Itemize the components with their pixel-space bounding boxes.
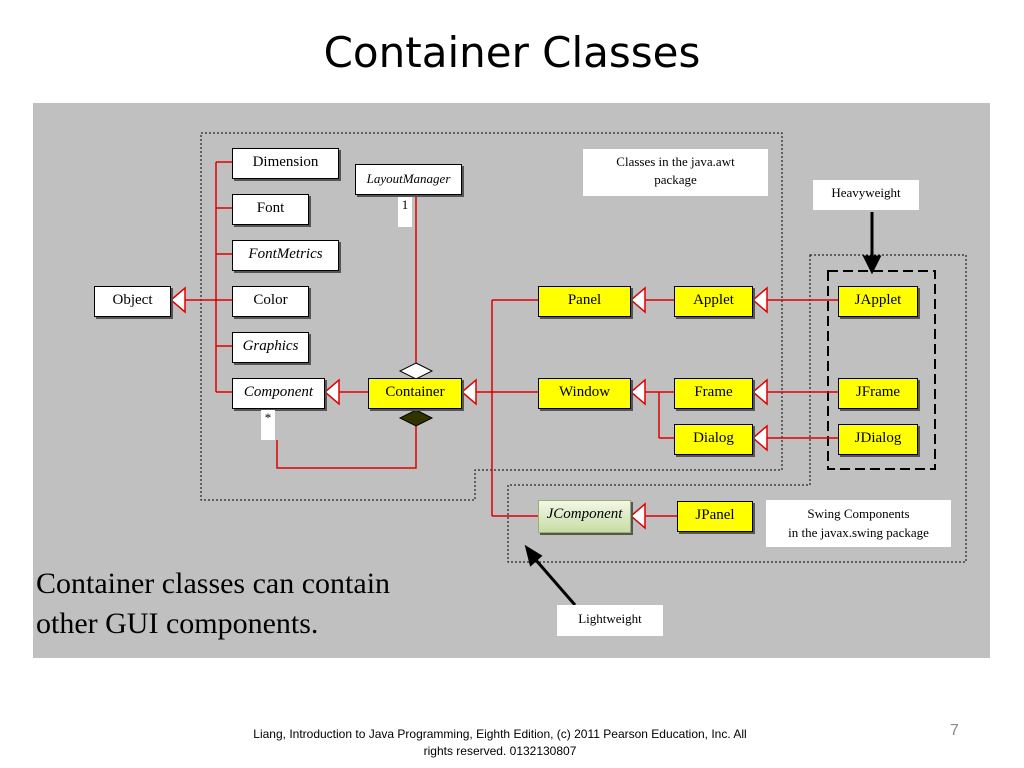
- class-jdialog: JDialog: [838, 424, 918, 455]
- composition-diamond: [398, 409, 434, 427]
- lightweight-note: Lightweight: [557, 605, 663, 636]
- class-graphics: Graphics: [232, 332, 309, 363]
- class-jframe: JFrame: [838, 378, 918, 409]
- footer-line1: Liang, Introduction to Java Programming,…: [253, 727, 747, 741]
- awt-package-note: Classes in the java.awt package: [583, 149, 768, 196]
- class-object: Object: [94, 286, 171, 317]
- multiplicity-one: 1: [398, 197, 412, 227]
- slide-title: Container Classes: [323, 28, 701, 77]
- swing-note-line2: in the javax.swing package: [788, 525, 929, 540]
- caption-line2: other GUI components.: [36, 607, 319, 640]
- class-japplet: JApplet: [838, 286, 918, 317]
- heavyweight-group: [827, 270, 936, 470]
- class-jpanel: JPanel: [677, 501, 753, 532]
- class-window: Window: [538, 378, 631, 409]
- class-jcomponent: JComponent: [538, 500, 631, 533]
- class-applet: Applet: [674, 286, 753, 317]
- swing-note-line1: Swing Components: [807, 506, 910, 521]
- awt-package-outline: [200, 132, 783, 501]
- class-dimension: Dimension: [232, 148, 339, 179]
- awt-note-line1: Classes in the java.awt: [616, 154, 735, 169]
- class-container: Container: [368, 378, 462, 409]
- aggregation-diamond: [398, 362, 434, 380]
- swing-package-outline: [507, 254, 967, 563]
- awt-note-line2: package: [654, 172, 697, 187]
- multiplicity-many: *: [261, 410, 275, 440]
- swing-package-note: Swing Components in the javax.swing pack…: [766, 500, 951, 547]
- class-font: Font: [232, 194, 309, 225]
- slide-caption: Container classes can contain other GUI …: [36, 564, 390, 644]
- slide-footer: Liang, Introduction to Java Programming,…: [200, 726, 800, 760]
- class-dialog: Dialog: [674, 424, 753, 455]
- class-color: Color: [232, 286, 309, 317]
- class-fontmetrics: FontMetrics: [232, 240, 339, 271]
- class-panel: Panel: [538, 286, 631, 317]
- class-frame: Frame: [674, 378, 753, 409]
- heavyweight-note: Heavyweight: [813, 180, 919, 210]
- class-component: Component: [232, 378, 325, 409]
- footer-line2: rights reserved. 0132130807: [423, 744, 577, 758]
- class-layoutmanager: LayoutManager: [355, 164, 462, 195]
- caption-line1: Container classes can contain: [36, 567, 391, 600]
- page-number: 7: [950, 722, 959, 739]
